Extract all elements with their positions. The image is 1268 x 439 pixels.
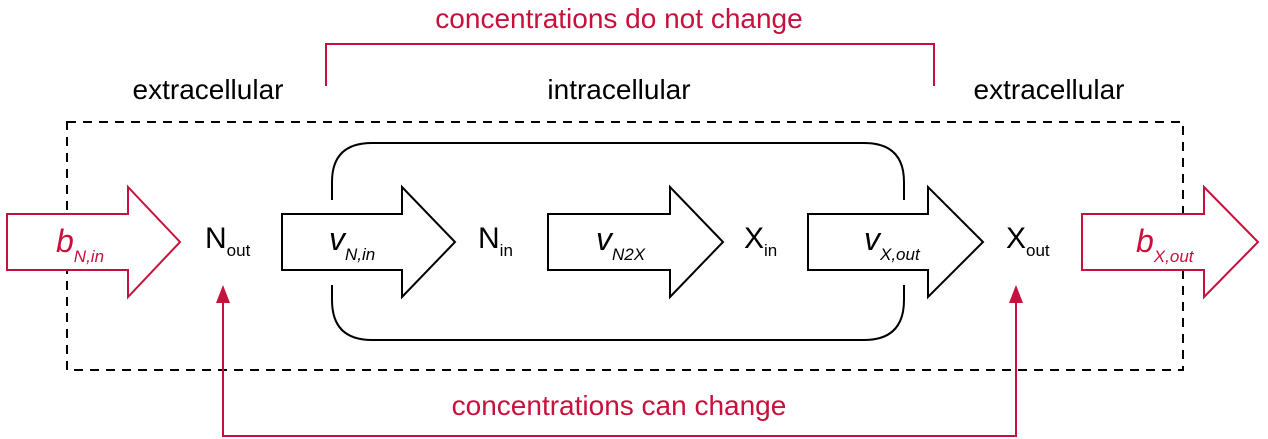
connector-arrowhead-x-out [1009,285,1023,303]
arrow-v-x-out [807,184,985,300]
flux-label-b-x-out: bX,out [1136,223,1195,266]
node-n-in: Nin [478,222,513,260]
cell-boundary-bottom [331,285,905,341]
flux-label-v-x-out: vX,out [864,221,921,264]
node-x-out: Xout [1006,222,1050,260]
top-bracket [325,43,935,86]
top-annotation: concentrations do not change [435,3,802,34]
arrow-v-n2x [547,184,725,300]
bottom-connector [222,298,1017,437]
flux-label-v-n2x: vN2X [596,221,646,264]
node-x-in: Xin [744,222,777,260]
region-label-left-extracellular: extracellular [133,74,284,105]
arrow-v-n-in [281,184,457,300]
region-label-intracellular: intracellular [547,74,690,105]
cell-boundary-top [331,142,905,200]
bottom-annotation: concentrations can change [452,390,787,421]
flux-label-b-n-in: bN,in [56,223,104,266]
flux-label-v-n-in: vN,in [329,221,375,264]
region-label-right-extracellular: extracellular [974,74,1125,105]
arrow-b-n-in [6,184,182,300]
arrow-b-x-out [1081,184,1260,300]
connector-arrowhead-n-out [216,285,230,303]
node-n-out: Nout [205,222,251,260]
